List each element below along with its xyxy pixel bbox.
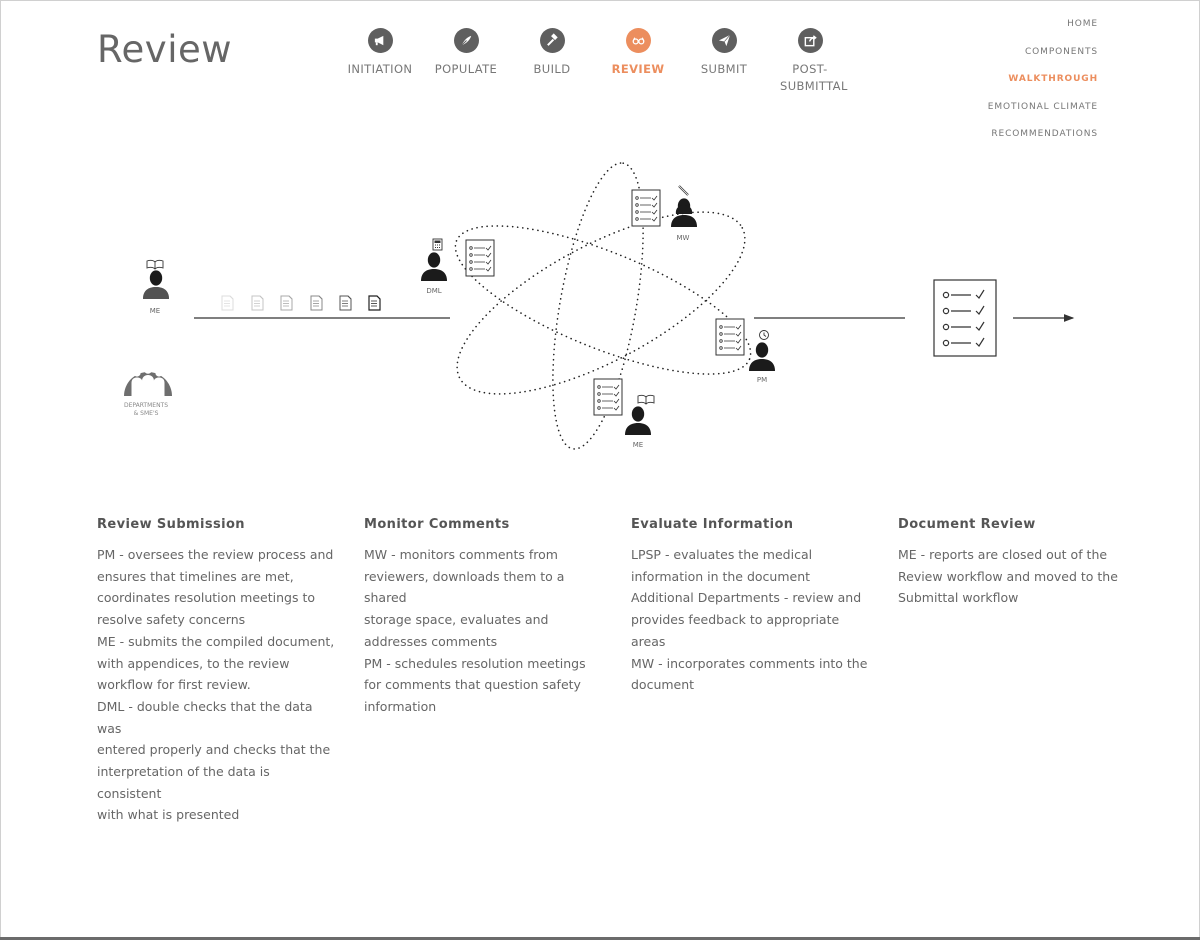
nav-walkthrough[interactable]: WALKTHROUGH — [1008, 74, 1098, 84]
hammer-icon — [539, 28, 565, 53]
me-figure-bottom: ME — [593, 378, 655, 449]
step-label: SUBMIT — [700, 62, 748, 76]
dml-checklist-doc — [465, 239, 495, 277]
calculator-icon — [432, 238, 443, 251]
me-label-left: ME — [150, 307, 160, 315]
section-title: Review Submission — [97, 517, 245, 532]
step-label: INITIATION — [347, 62, 413, 76]
step-initiation[interactable]: INITIATION — [340, 28, 420, 78]
open-book-icon — [637, 394, 655, 405]
section-title: Evaluate Information — [631, 517, 794, 532]
open-book-icon — [146, 259, 164, 270]
dml-figure: DML — [421, 238, 447, 295]
step-label: BUILD — [533, 62, 571, 76]
section-title: Monitor Comments — [364, 517, 510, 532]
paper-plane-icon — [711, 28, 737, 53]
pm-figure: PM — [715, 318, 775, 384]
section-body: LPSP - evaluates the medical information… — [631, 547, 868, 693]
step-post-submittal[interactable]: POST-SUBMITTAL — [770, 28, 850, 95]
step-build[interactable]: BUILD — [512, 28, 592, 78]
section-review-submission: Review Submission PM - oversees the revi… — [97, 517, 337, 826]
orbit-paths — [454, 162, 752, 450]
nav-recommendations[interactable]: RECOMMENDATIONS — [991, 129, 1098, 139]
section-body: MW - monitors comments from reviewers, d… — [364, 547, 586, 714]
section-body: ME - reports are closed out of the Revie… — [898, 547, 1118, 606]
svg-text:& SME'S: & SME'S — [134, 410, 159, 417]
me-figure-left: ME — [143, 259, 169, 315]
quill-icon — [453, 28, 479, 53]
top-nav: HOME COMPONENTS WALKTHROUGH EMOTIONAL CL… — [988, 18, 1098, 156]
step-review[interactable]: REVIEW — [598, 28, 678, 78]
section-title: Document Review — [898, 517, 1036, 532]
step-label: REVIEW — [611, 62, 665, 76]
section-evaluate-information: Evaluate Information LPSP - evaluates th… — [631, 517, 871, 696]
description-columns: Review Submission PM - oversees the revi… — [97, 517, 1118, 822]
glasses-icon — [625, 28, 651, 53]
step-submit[interactable]: SUBMIT — [684, 28, 764, 78]
nav-emotional-climate[interactable]: EMOTIONAL CLIMATE — [987, 101, 1098, 112]
step-label: POST-SUBMITTAL — [780, 62, 848, 93]
page-title: Review — [97, 28, 233, 71]
mw-figure: MW — [631, 185, 697, 242]
clock-icon — [759, 330, 769, 340]
departments-group-icon: DEPARTMENTS & SME'S — [124, 366, 172, 417]
mw-label: MW — [677, 234, 690, 242]
dml-label: DML — [426, 287, 441, 295]
me-label-bottom: ME — [633, 441, 643, 449]
nav-home[interactable]: HOME — [1067, 19, 1098, 29]
share-icon — [797, 28, 823, 53]
nav-components[interactable]: COMPONENTS — [1024, 46, 1098, 57]
step-populate[interactable]: POPULATE — [426, 28, 506, 78]
section-document-review: Document Review ME - reports are closed … — [898, 517, 1138, 609]
bottom-rule — [0, 937, 1200, 940]
pm-label: PM — [757, 376, 767, 384]
section-monitor-comments: Monitor Comments MW - monitors comments … — [364, 517, 604, 718]
pen-icon — [678, 185, 689, 196]
document-progression — [221, 295, 381, 311]
final-checklist-doc — [933, 279, 997, 357]
review-diagram: ME DEPARTMENTS & SME'S — [124, 162, 1075, 450]
svg-text:DEPARTMENTS: DEPARTMENTS — [124, 402, 168, 409]
megaphone-icon — [367, 28, 393, 53]
step-label: POPULATE — [434, 62, 498, 76]
section-body: PM - oversees the review process and ens… — [97, 547, 335, 823]
